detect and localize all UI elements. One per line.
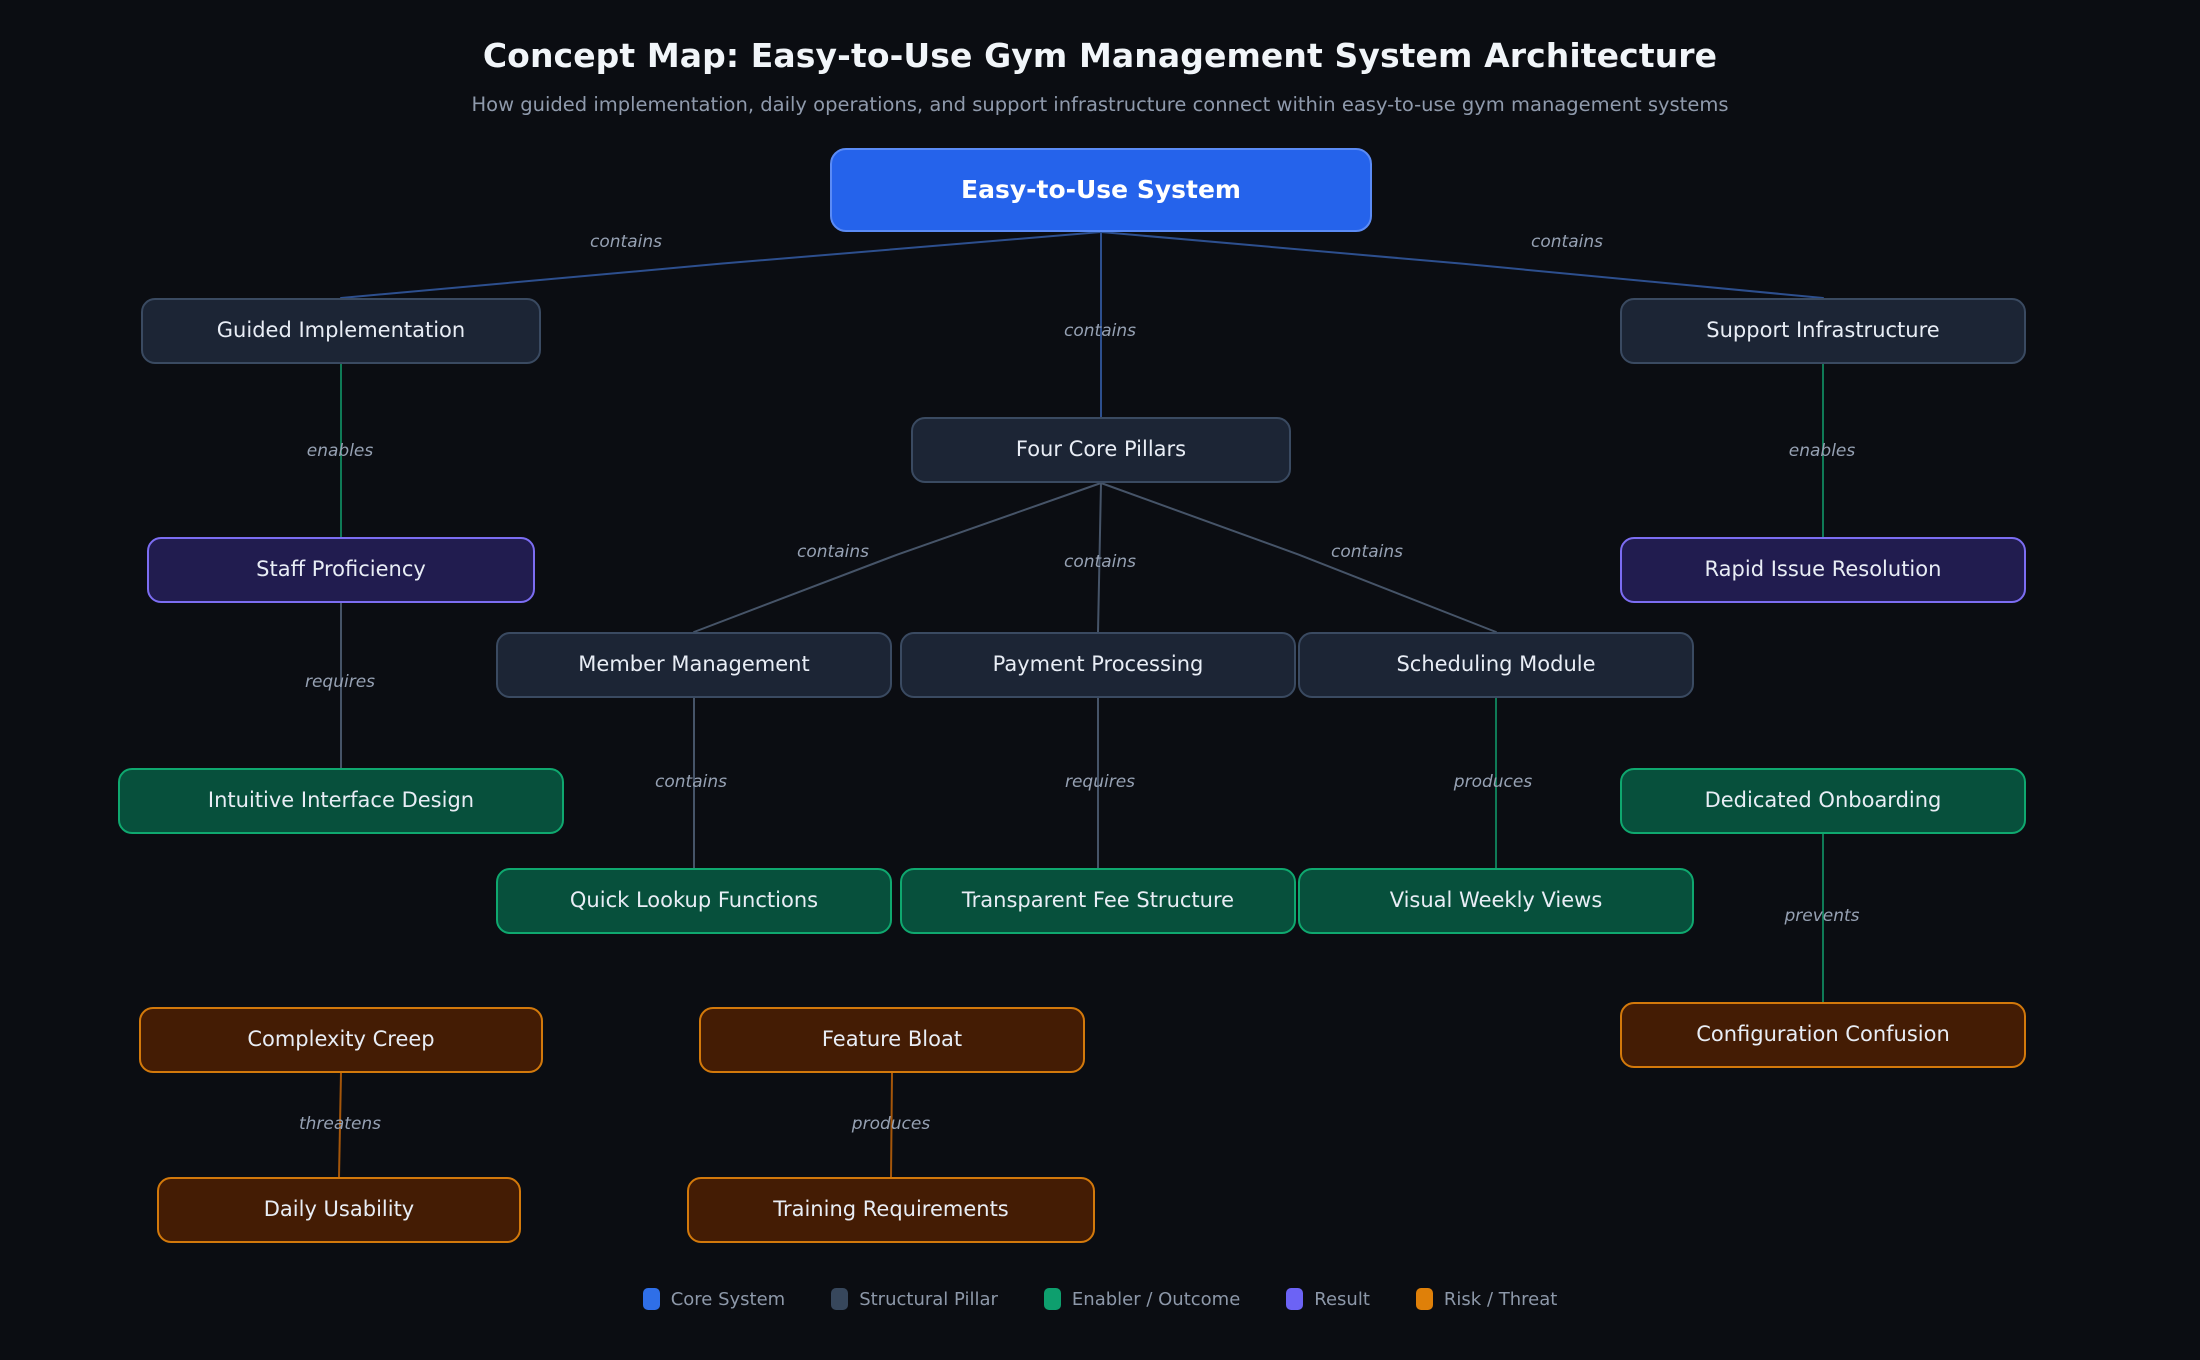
edge-label-member-management-to-quick-lookup-functions: contains (655, 772, 727, 792)
node-label: Training Requirements (773, 1197, 1009, 1222)
node-transparent-fee-structure[interactable]: Transparent Fee Structure (900, 868, 1296, 934)
node-four-core-pillars[interactable]: Four Core Pillars (911, 417, 1291, 483)
edge-label-four-core-pillars-to-scheduling-module: contains (1331, 542, 1403, 562)
node-easy-to-use-system[interactable]: Easy-to-Use System (830, 148, 1372, 232)
node-label: Intuitive Interface Design (207, 788, 475, 813)
node-support-infrastructure[interactable]: Support Infrastructure (1620, 298, 2026, 364)
edge-label-dedicated-onboarding-to-configuration-confusion: prevents (1784, 906, 1860, 926)
edge-feature-bloat-to-training-requirements (890, 1072, 893, 1178)
node-label: Feature Bloat (821, 1027, 963, 1052)
node-visual-weekly-views[interactable]: Visual Weekly Views (1298, 868, 1694, 934)
node-label: Member Management (578, 652, 810, 677)
node-daily-usability[interactable]: Daily Usability (157, 1177, 521, 1243)
node-label: Rapid Issue Resolution (1704, 557, 1942, 582)
edge-label-payment-processing-to-transparent-fee-structure: requires (1064, 772, 1136, 792)
legend-label: Result (1314, 1288, 1370, 1310)
page-subtitle: How guided implementation, daily operati… (471, 93, 1729, 116)
edge-label-four-core-pillars-to-member-management: contains (797, 542, 869, 562)
legend-label: Enabler / Outcome (1071, 1288, 1241, 1310)
page-title: Concept Map: Easy-to-Use Gym Management … (482, 36, 1718, 75)
node-label: Staff Proficiency (256, 557, 426, 582)
edge-label-four-core-pillars-to-payment-processing: contains (1064, 552, 1136, 572)
node-label: Quick Lookup Functions (569, 888, 819, 913)
edge-four-core-pillars-to-scheduling-module (1100, 482, 1497, 633)
edge-easy-to-use-system-to-guided-implementation (340, 231, 1102, 299)
legend-swatch-icon (1043, 1288, 1061, 1310)
legend-item-risk-threat: Risk / Threat (1415, 1288, 1558, 1310)
legend-swatch-icon (1286, 1288, 1304, 1310)
node-label: Complexity Creep (247, 1027, 435, 1052)
node-label: Dedicated Onboarding (1704, 788, 1942, 813)
node-guided-implementation[interactable]: Guided Implementation (141, 298, 541, 364)
legend-item-structural-pillar: Structural Pillar (831, 1288, 998, 1310)
edge-complexity-creep-to-daily-usability (338, 1072, 342, 1178)
legend-item-enabler-outcome: Enabler / Outcome (1043, 1288, 1241, 1310)
node-label: Visual Weekly Views (1389, 888, 1603, 913)
node-label: Four Core Pillars (1015, 437, 1187, 462)
node-member-management[interactable]: Member Management (496, 632, 892, 698)
node-label: Support Infrastructure (1706, 318, 1940, 343)
edge-label-staff-proficiency-to-intuitive-interface-design: requires (304, 672, 376, 692)
edge-label-complexity-creep-to-daily-usability: threatens (298, 1114, 382, 1134)
node-rapid-issue-resolution[interactable]: Rapid Issue Resolution (1620, 537, 2026, 603)
node-training-requirements[interactable]: Training Requirements (687, 1177, 1095, 1243)
edge-easy-to-use-system-to-support-infrastructure (1100, 231, 1824, 299)
node-dedicated-onboarding[interactable]: Dedicated Onboarding (1620, 768, 2026, 834)
node-feature-bloat[interactable]: Feature Bloat (699, 1007, 1085, 1073)
node-staff-proficiency[interactable]: Staff Proficiency (147, 537, 535, 603)
edge-four-core-pillars-to-payment-processing (1097, 482, 1102, 633)
node-scheduling-module[interactable]: Scheduling Module (1298, 632, 1694, 698)
legend-item-result: Result (1286, 1288, 1370, 1310)
legend-item-core-system: Core System (642, 1288, 786, 1310)
node-label: Transparent Fee Structure (961, 888, 1235, 913)
node-label: Payment Processing (992, 652, 1204, 677)
node-quick-lookup-functions[interactable]: Quick Lookup Functions (496, 868, 892, 934)
legend-swatch-icon (642, 1288, 660, 1310)
node-label: Easy-to-Use System (961, 175, 1241, 204)
node-label: Guided Implementation (216, 318, 466, 343)
legend-label: Structural Pillar (859, 1288, 998, 1310)
edge-label-feature-bloat-to-training-requirements: produces (851, 1114, 931, 1134)
edge-label-support-infrastructure-to-rapid-issue-resolution: enables (1788, 441, 1856, 461)
edge-label-easy-to-use-system-to-guided-implementation: contains (590, 232, 662, 252)
edge-label-scheduling-module-to-visual-weekly-views: produces (1453, 772, 1533, 792)
node-label: Scheduling Module (1396, 652, 1596, 677)
node-complexity-creep[interactable]: Complexity Creep (139, 1007, 543, 1073)
legend: Core System Structural Pillar Enabler / Ou… (0, 1288, 2200, 1310)
edge-label-guided-implementation-to-staff-proficiency: enables (306, 441, 374, 461)
edge-label-easy-to-use-system-to-support-infrastructure: contains (1531, 232, 1603, 252)
edge-four-core-pillars-to-member-management (693, 482, 1102, 633)
legend-swatch-icon (831, 1288, 849, 1310)
node-payment-processing[interactable]: Payment Processing (900, 632, 1296, 698)
legend-swatch-icon (1415, 1288, 1433, 1310)
node-configuration-confusion[interactable]: Configuration Confusion (1620, 1002, 2026, 1068)
node-intuitive-interface-design[interactable]: Intuitive Interface Design (118, 768, 564, 834)
node-label: Configuration Confusion (1696, 1022, 1950, 1047)
legend-label: Risk / Threat (1443, 1288, 1558, 1310)
node-label: Daily Usability (263, 1197, 415, 1222)
header: Concept Map: Easy-to-Use Gym Management … (0, 0, 2200, 116)
legend-label: Core System (670, 1288, 786, 1310)
edge-label-easy-to-use-system-to-four-core-pillars: contains (1064, 321, 1136, 341)
